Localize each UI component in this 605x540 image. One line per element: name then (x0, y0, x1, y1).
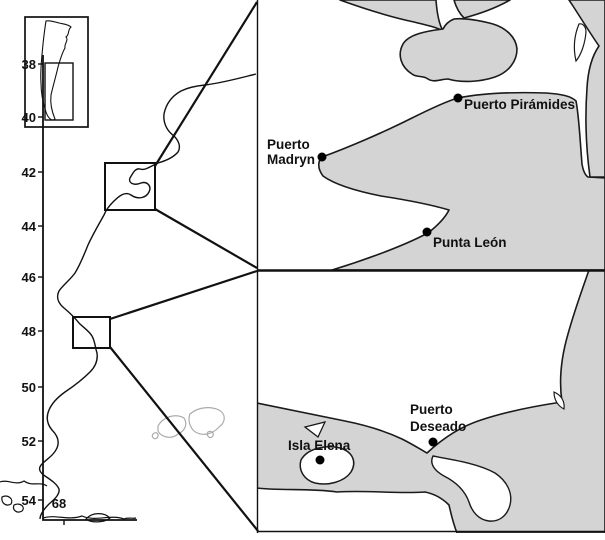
golfo-san-jose (399, 17, 518, 83)
lat-label-54: 54 (22, 493, 37, 508)
valdes-detail-panel: Puerto Pirámides Puerto Madryn Punta Leó… (257, 0, 605, 270)
puerto-deseado-marker (428, 437, 438, 447)
coastal-notch (553, 391, 565, 410)
axis-ticks (38, 63, 65, 525)
south-bank-spit (431, 455, 512, 522)
puerto-deseado-label-line2: Deseado (410, 419, 466, 434)
lat-label-50: 50 (22, 380, 36, 395)
patagonia-coastline (38, 73, 257, 520)
falkland-islands-outline (151, 407, 225, 440)
tierra-del-fuego-coast (0, 480, 137, 523)
valdes-zoom-box (104, 162, 156, 211)
lat-label-40: 40 (22, 110, 36, 125)
lat-label-48: 48 (22, 324, 36, 339)
punta-leon-marker (422, 227, 432, 237)
inset-study-area-box (44, 62, 74, 121)
isla-elena-island (299, 445, 355, 485)
lat-label-42: 42 (22, 165, 36, 180)
puerto-piramides-marker (453, 93, 463, 103)
puerto-madryn-label-line1: Puerto (267, 137, 310, 152)
lon-label-68: 68 (52, 496, 66, 511)
deseado-zoom-box (72, 316, 111, 349)
puerto-deseado-label-line1: Puerto (410, 402, 453, 417)
atlantic-right-edge (568, 0, 605, 178)
argentina-inset-frame (24, 16, 89, 128)
golfo-san-matias-east (453, 0, 511, 19)
lat-lon-axis (42, 55, 137, 521)
small-islet (303, 421, 327, 439)
puerto-madryn-label-line2: Madryn (267, 152, 315, 167)
lat-label-44: 44 (22, 219, 37, 234)
punta-leon-label: Punta León (433, 235, 507, 250)
argentina-outline (40, 20, 72, 121)
deseado-detail-panel: Puerto Deseado Isla Elena (257, 270, 605, 533)
lat-label-52: 52 (22, 434, 36, 449)
overview-map-panel: 38 40 42 44 46 48 50 52 54 68 (0, 16, 257, 525)
puerto-madryn-marker (317, 152, 327, 162)
lat-label-38: 38 (22, 57, 36, 72)
lat-label-46: 46 (22, 270, 36, 285)
golfo-san-matias-west (339, 0, 444, 32)
puerto-piramides-label: Puerto Pirámides (464, 97, 575, 112)
isla-elena-marker (315, 455, 325, 465)
caleta-valdes-sliver (573, 23, 587, 63)
isla-elena-label: Isla Elena (288, 438, 351, 453)
